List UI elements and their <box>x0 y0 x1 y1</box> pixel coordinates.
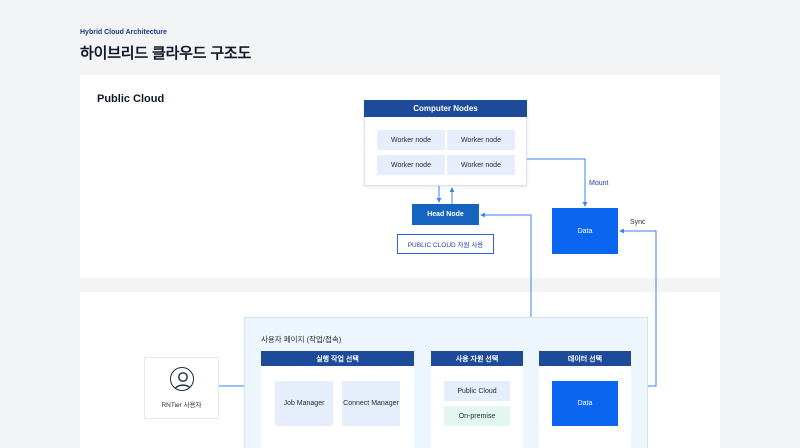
public-data-store: Data <box>552 208 618 254</box>
worker-node: Worker node <box>377 155 445 175</box>
worker-node: Worker node <box>447 130 515 150</box>
mount-label: Mount <box>589 180 609 187</box>
public-cloud-label: Public Cloud <box>97 93 165 105</box>
local-data-store: Data <box>552 381 618 426</box>
head-node: Head Node <box>412 204 479 225</box>
diagram-eyebrow: Hybrid Cloud Architecture <box>80 29 167 36</box>
job-manager: Job Manager <box>275 381 333 426</box>
worker-node: Worker node <box>377 130 445 150</box>
mount-connector <box>527 158 588 207</box>
resource-select-title: 사용 자원 선택 <box>431 351 523 366</box>
user-label: RNTier 사용자 <box>161 402 202 409</box>
sync-label: Sync <box>630 219 646 226</box>
userpage-to-head-connector <box>480 212 532 317</box>
connect-manager: Connect Manager <box>342 381 400 426</box>
page-title: 하이브리드 클라우드 구조도 <box>80 45 252 62</box>
user-icon <box>170 367 194 391</box>
user-page-title: 사용자 페이지 (작업/접속) <box>261 335 342 344</box>
resource-option-on-premise: On-premise <box>444 406 510 426</box>
resource-option-public-cloud: Public Cloud <box>444 381 510 401</box>
public-cloud-resource-badge: PUBLIC CLOUD 자원 사용 <box>397 234 494 254</box>
job-select-title: 실행 작업 선택 <box>261 351 414 366</box>
worker-node: Worker node <box>447 155 515 175</box>
data-select-title: 데이터 선택 <box>539 351 631 366</box>
compute-nodes-title: Computer Nodes <box>364 100 527 117</box>
